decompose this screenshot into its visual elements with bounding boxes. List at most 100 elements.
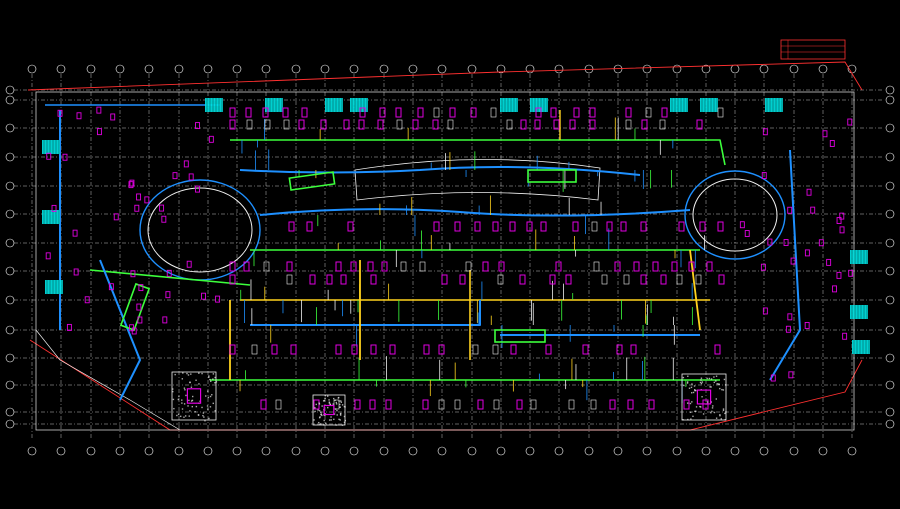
grid-bubble-bottom [320, 446, 330, 456]
hatch-dot [708, 377, 711, 380]
parking-stall [246, 119, 253, 130]
equipment-cyan-block [42, 140, 60, 154]
fixture-magenta [379, 107, 386, 118]
fixture-magenta-east [842, 332, 848, 340]
parking-stall [506, 119, 513, 130]
hatch-dot [212, 402, 214, 405]
parking-stall [601, 274, 608, 285]
grid-bubble-bottom [349, 446, 359, 456]
fixture-magenta [282, 107, 289, 118]
fixture-magenta-east [829, 140, 835, 147]
hatch-dot [208, 376, 210, 378]
fixture-magenta [683, 399, 690, 410]
hatch-dot [336, 409, 338, 412]
hatch-dot [344, 419, 347, 422]
hatch-dot [691, 383, 693, 385]
fixture-magenta [589, 107, 596, 118]
fixture-magenta [432, 119, 439, 130]
duct-supply-east [769, 149, 801, 381]
fixture-magenta [648, 399, 655, 410]
grid-bubble-bottom [467, 446, 477, 456]
hatch-dot [177, 413, 180, 416]
fixture-magenta [288, 221, 295, 232]
grid-bubble-top [27, 64, 37, 74]
fixture-magenta-west [186, 260, 192, 268]
hatch-dot [328, 419, 331, 421]
hatch-dot [321, 405, 323, 407]
title-block [780, 39, 846, 60]
hatched-core-south [312, 394, 346, 426]
fixture-magenta [262, 107, 269, 118]
fixture-magenta-east [804, 322, 810, 329]
fixture-magenta-east [767, 238, 773, 246]
grid-bubble-left [5, 85, 15, 95]
hatch-dot [682, 419, 684, 421]
hatch-dot [699, 381, 702, 384]
grid-bubble-bottom [847, 446, 857, 456]
hatch-dot [209, 406, 212, 408]
fixture-magenta-east [762, 307, 768, 315]
hatch-dot [204, 419, 206, 422]
grid-bubble-left [5, 407, 15, 417]
fixture-magenta-east [818, 239, 824, 247]
equipment-cyan-block [500, 98, 518, 112]
hatch-dot [722, 408, 725, 410]
fixture-magenta-west [96, 128, 102, 136]
grid-bubble-top [467, 64, 477, 74]
hatch-dot [329, 403, 331, 405]
fixture-magenta [347, 221, 354, 232]
fixture-magenta-east [836, 217, 842, 224]
grid-bubble-left [5, 95, 15, 105]
duct-supply-south [250, 300, 481, 326]
fixture-magenta [555, 261, 562, 272]
fixture-magenta-east [810, 206, 816, 214]
grid-bubble-right [885, 209, 895, 219]
fixture-magenta-west [128, 181, 134, 189]
fixture-magenta [582, 344, 589, 355]
fixture-magenta [367, 261, 374, 272]
fixture-magenta [243, 261, 250, 272]
fixture-magenta [433, 221, 440, 232]
fixture-magenta [717, 221, 724, 232]
hatch-dot [335, 403, 338, 405]
hatch-dot [188, 399, 190, 402]
grid-bubble-bottom [86, 446, 96, 456]
grid-bubble-bottom [613, 446, 623, 456]
grid-bubble-top [349, 64, 359, 74]
hatch-dot [688, 387, 691, 389]
fixture-magenta [630, 344, 637, 355]
hatch-dot [686, 402, 689, 404]
hatch-dot [177, 398, 180, 401]
fixture-magenta-east [787, 313, 793, 321]
hatch-dot [195, 379, 197, 381]
hatch-dot [208, 417, 210, 420]
grid-bubble-right [885, 419, 895, 429]
parking-stall [645, 107, 652, 118]
hatch-dot [725, 411, 727, 413]
fixture-magenta-west [137, 316, 143, 324]
hatch-dot [706, 377, 708, 380]
hatch-dot [319, 416, 321, 418]
hatch-dot [185, 394, 187, 397]
hatch-dot [324, 412, 326, 415]
parking-stall [659, 119, 666, 130]
grid-bubble-left [5, 209, 15, 219]
hatch-dot [715, 375, 718, 377]
hatched-core-southeast [681, 373, 727, 421]
grid-bubble-top [759, 64, 769, 74]
hatch-dot [318, 416, 321, 419]
hatch-dot [328, 399, 330, 401]
fixture-magenta-west [51, 204, 57, 212]
fixture-magenta [306, 221, 313, 232]
fixture-magenta [660, 274, 667, 285]
hatch-dot [333, 418, 335, 421]
hatch-dot [715, 380, 717, 382]
fixture-magenta-west [45, 252, 51, 260]
hatch-dot [319, 423, 322, 425]
hatch-dot [339, 414, 342, 416]
grid-bubble-left [5, 380, 15, 390]
grid-bubble-bottom [642, 446, 652, 456]
hatch-dot [328, 402, 331, 404]
hatch-dot [187, 405, 189, 407]
equipment-cyan-block [852, 340, 870, 354]
